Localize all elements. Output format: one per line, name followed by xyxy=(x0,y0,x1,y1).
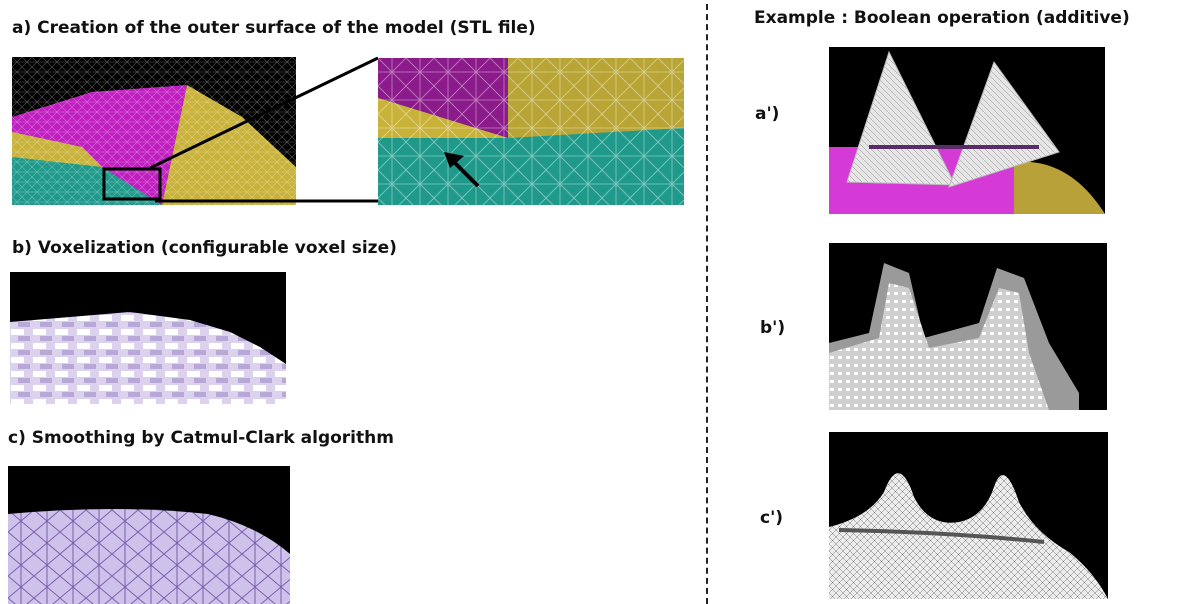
dashed-divider xyxy=(706,4,708,604)
stl-zoom-image xyxy=(378,58,684,205)
section-a-title: a) Creation of the outer surface of the … xyxy=(12,18,536,38)
zoom-lines xyxy=(150,56,379,203)
section-b-title: b) Voxelization (configurable voxel size… xyxy=(12,238,397,258)
smoothing-image xyxy=(8,466,290,604)
label-b-prime: b') xyxy=(760,318,786,338)
voxelization-image xyxy=(10,272,286,404)
label-c-prime: c') xyxy=(760,508,784,528)
boolean-stl-image xyxy=(829,47,1105,214)
right-title: Example : Boolean operation (additive) xyxy=(754,8,1130,28)
stl-surface-image xyxy=(12,57,296,205)
section-c-title: c) Smoothing by Catmul-Clark algorithm xyxy=(8,428,394,448)
boolean-smooth-image xyxy=(829,432,1108,599)
label-a-prime: a') xyxy=(755,104,780,124)
boolean-voxel-image xyxy=(829,243,1107,410)
